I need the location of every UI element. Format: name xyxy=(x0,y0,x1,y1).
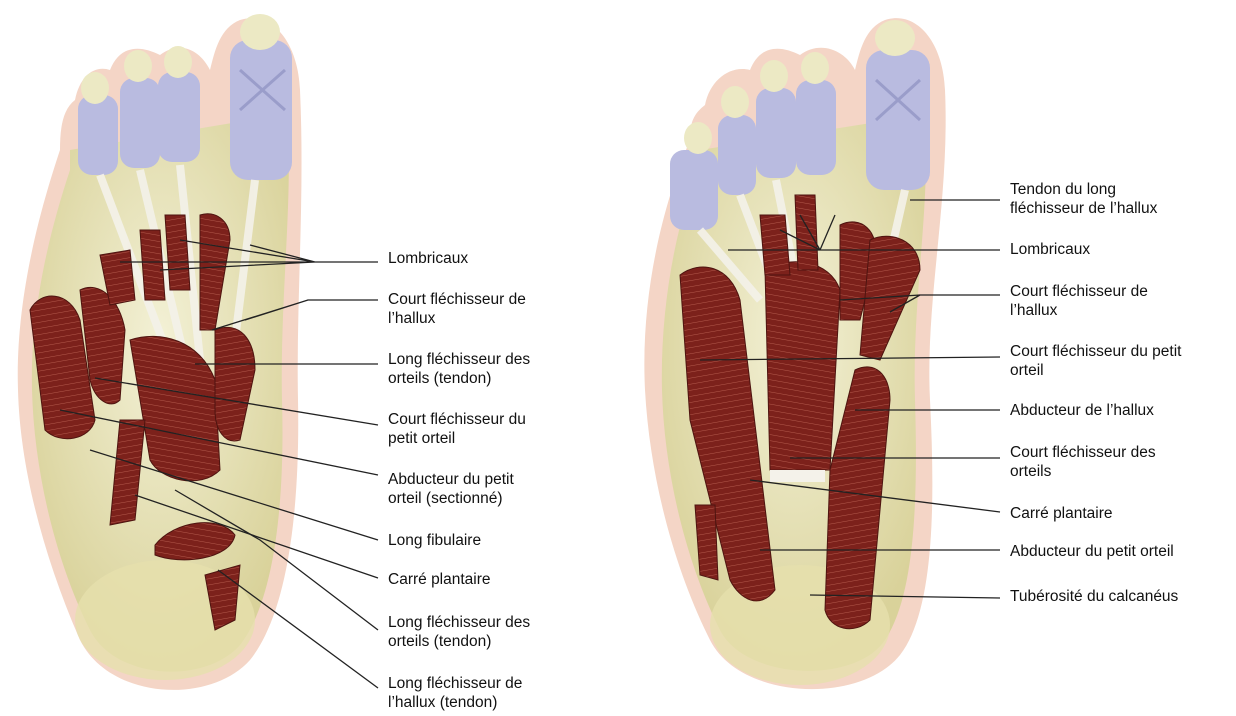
label-line: fléchisseur de l’hallux xyxy=(1010,199,1157,218)
right-label-tuberosite-calcaneus: Tubérosité du calcanéus xyxy=(1010,587,1178,606)
right-label-court-flechisseur-orteils: Court fléchisseur des orteils xyxy=(1010,443,1156,481)
right-foot-drawing xyxy=(644,18,945,689)
label-line: Lombricaux xyxy=(1010,240,1090,259)
label-line: Court fléchisseur du petit xyxy=(1010,342,1181,361)
label-line: Court fléchisseur des xyxy=(1010,443,1156,462)
label-line: Long fléchisseur des xyxy=(388,350,530,369)
label-line: l’hallux xyxy=(388,309,526,328)
left-label-long-fibulaire: Long fibulaire xyxy=(388,531,481,550)
left-label-lombricaux: Lombricaux xyxy=(388,249,468,268)
label-line: orteils xyxy=(1010,462,1156,481)
right-label-lombricaux: Lombricaux xyxy=(1010,240,1090,259)
label-line: l’hallux xyxy=(1010,301,1148,320)
label-line: Abducteur du petit xyxy=(388,470,514,489)
label-line: orteil xyxy=(1010,361,1181,380)
left-toes xyxy=(78,14,292,180)
label-line: orteil (sectionné) xyxy=(388,489,514,508)
left-label-carre-plantaire: Carré plantaire xyxy=(388,570,491,589)
label-line: orteils (tendon) xyxy=(388,632,530,651)
label-line: Carré plantaire xyxy=(388,570,491,589)
right-label-court-flechisseur-hallux: Court fléchisseur de l’hallux xyxy=(1010,282,1148,320)
left-label-long-flechisseur-orteils-lower: Long fléchisseur des orteils (tendon) xyxy=(388,613,530,651)
label-line: Long fléchisseur des xyxy=(388,613,530,632)
label-line: Court fléchisseur de xyxy=(388,290,526,309)
left-label-long-flechisseur-hallux-tendon: Long fléchisseur de l’hallux (tendon) xyxy=(388,674,522,712)
left-label-long-flechisseur-orteils: Long fléchisseur des orteils (tendon) xyxy=(388,350,530,388)
label-line: petit orteil xyxy=(388,429,526,448)
left-label-court-flechisseur-hallux: Court fléchisseur de l’hallux xyxy=(388,290,526,328)
label-line: Abducteur de l’hallux xyxy=(1010,401,1154,420)
label-line: Carré plantaire xyxy=(1010,504,1113,523)
right-label-carre-plantaire: Carré plantaire xyxy=(1010,504,1113,523)
label-line: Tendon du long xyxy=(1010,180,1157,199)
left-label-court-flechisseur-petit-orteil: Court fléchisseur du petit orteil xyxy=(388,410,526,448)
right-label-abducteur-petit-orteil: Abducteur du petit orteil xyxy=(1010,542,1174,561)
label-line: Long fibulaire xyxy=(388,531,481,550)
label-line: Court fléchisseur du xyxy=(388,410,526,429)
left-label-abducteur-petit-orteil: Abducteur du petit orteil (sectionné) xyxy=(388,470,514,508)
right-label-abducteur-hallux: Abducteur de l’hallux xyxy=(1010,401,1154,420)
label-line: l’hallux (tendon) xyxy=(388,693,522,712)
label-line: orteils (tendon) xyxy=(388,369,530,388)
label-line: Tubérosité du calcanéus xyxy=(1010,587,1178,606)
label-line: Abducteur du petit orteil xyxy=(1010,542,1174,561)
right-label-court-flechisseur-petit-orteil: Court fléchisseur du petit orteil xyxy=(1010,342,1181,380)
label-line: Long fléchisseur de xyxy=(388,674,522,693)
label-line: Lombricaux xyxy=(388,249,468,268)
label-line: Court fléchisseur de xyxy=(1010,282,1148,301)
left-foot-drawing xyxy=(18,14,302,690)
right-label-tendon-long-flechisseur-hallux: Tendon du long fléchisseur de l’hallux xyxy=(1010,180,1157,218)
right-plantar-gap xyxy=(770,470,825,482)
